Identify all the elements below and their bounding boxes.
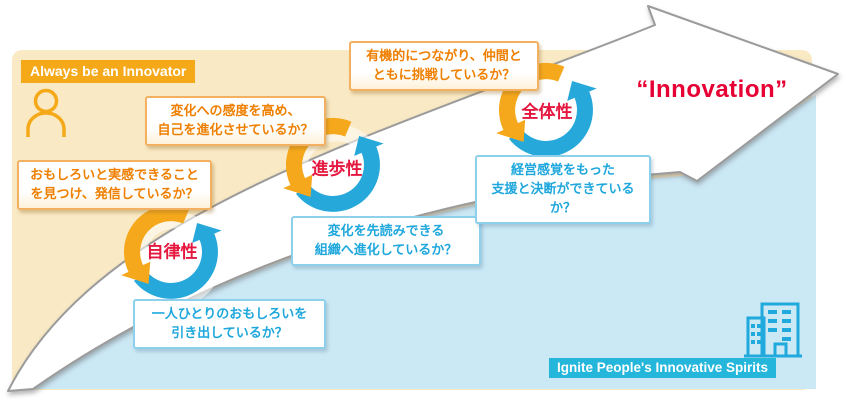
question-box-progressiveness-bottom: 変化を先読みできる 組織へ進化しているか？: [291, 216, 481, 266]
innovation-label: “Innovation”: [636, 76, 788, 103]
cycle-arrows-icon-autonomy: [121, 204, 223, 307]
innovation-arrow: [7, 5, 839, 392]
cycle-orange-arrowhead: [283, 174, 313, 197]
question-box-progressiveness-top: 変化への感度を高め、 自己を進化させているか？: [145, 96, 326, 146]
cycle-blue-arrowhead: [354, 136, 384, 156]
office-building-icon: [744, 302, 802, 358]
question-box-autonomy-top: おもしろいと実感できること を見つけ、発信しているか？: [17, 160, 212, 210]
cycle-orange-arrowhead: [121, 261, 151, 284]
stage-label-autonomy: 自律性: [146, 242, 198, 262]
cycle-blue-arrowhead: [567, 81, 597, 101]
person-icon: [26, 88, 66, 137]
question-box-wholeness-top: 有機的につながり、仲間と ともに挑戦しているか？: [349, 41, 539, 91]
cycle-orange-arrowhead: [496, 119, 526, 142]
cycle-orange-arc: [123, 204, 190, 276]
stage-label-progressiveness: 進歩性: [311, 159, 363, 179]
question-box-autonomy-bottom: 一人ひとりのおもしろいを 引き出しているか？: [133, 299, 326, 349]
tagline-always-be-an-innovator: Always be an Innovator: [21, 60, 196, 83]
cycle-blue-arc: [509, 90, 593, 157]
cycle-blue-arc: [296, 145, 380, 212]
cycle-blue-arrowhead: [192, 223, 222, 243]
tagline-ignite-people: Ignite People's Innovative Spirits: [549, 358, 777, 378]
question-box-wholeness-bottom: 経営感覚をもった 支援と決断ができているか？: [475, 155, 651, 224]
stage-label-wholeness: 全体性: [521, 102, 573, 122]
cycle-blue-arc: [134, 232, 218, 299]
